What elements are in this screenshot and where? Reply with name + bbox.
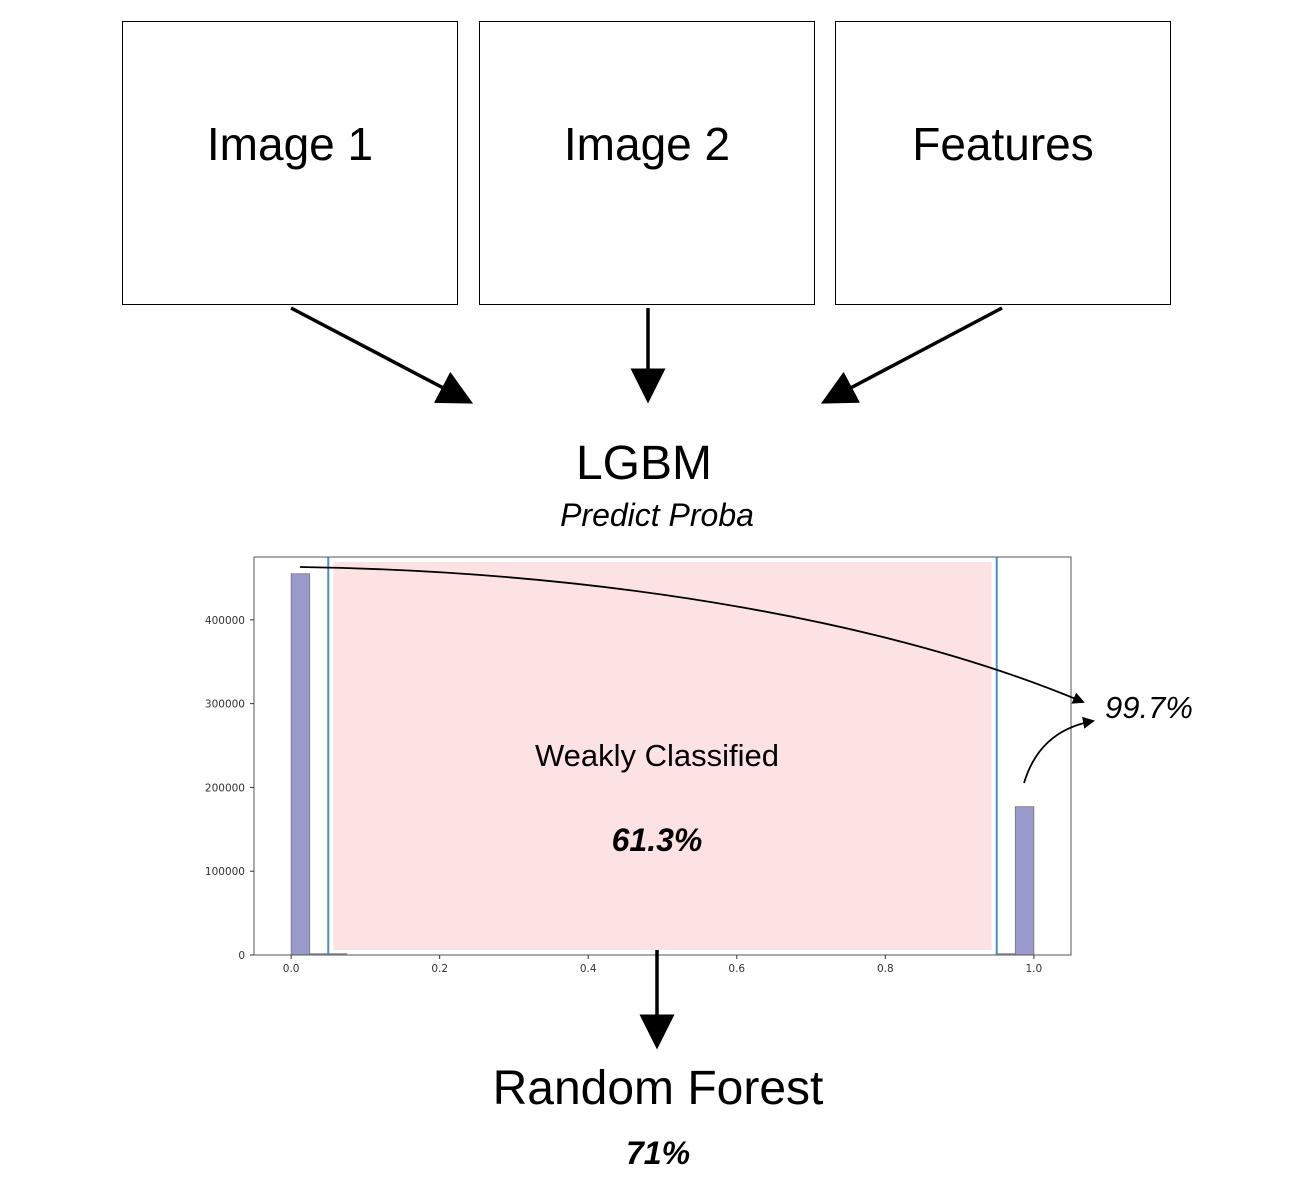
weak-region-label: Weakly Classified	[535, 738, 779, 773]
weak-region-percent: 61.3%	[612, 822, 703, 858]
arrow-features-to-lgbm	[820, 306, 1003, 404]
histogram-bar	[290, 573, 311, 956]
lgbm-subtitle: Predict Proba	[560, 497, 754, 533]
random-forest-title: Random Forest	[492, 1062, 824, 1115]
input-label: Image 2	[563, 118, 731, 170]
weakly-classified-region	[333, 562, 992, 950]
x-tick-label: 1.0	[1026, 963, 1043, 975]
x-tick-label: 0.8	[877, 963, 894, 975]
y-tick-label: 300000	[205, 699, 245, 711]
input-box-features: Features	[835, 21, 1171, 305]
x-tick-label: 0.4	[580, 963, 597, 975]
x-tick-label: 0.0	[283, 963, 300, 975]
x-tick-label: 0.2	[431, 963, 448, 975]
y-tick-label: 0	[238, 950, 245, 962]
y-tick-label: 400000	[205, 615, 245, 627]
histogram-bar	[1014, 806, 1035, 956]
confident-percent: 99.7%	[1105, 690, 1193, 725]
y-tick-label: 200000	[205, 782, 245, 794]
lgbm-title: LGBM	[575, 437, 713, 490]
input-label: Features	[912, 118, 1094, 170]
arrow-one-bin-to-confident	[1023, 716, 1095, 784]
arrow-image1-to-lgbm	[290, 306, 474, 404]
y-tick-label: 100000	[205, 866, 245, 878]
plot-frame	[253, 556, 1072, 956]
input-box-image-1: Image 1	[122, 21, 458, 305]
input-label: Image 1	[206, 118, 374, 170]
x-tick-label: 0.6	[728, 963, 745, 975]
random-forest-accuracy: 71%	[625, 1135, 691, 1171]
probability-histogram: 0.0 0.2 0.4 0.6 0.8 1.0 0 100000 200000 300000 40…	[205, 556, 1072, 975]
arrow-zero-bin-to-confident	[299, 566, 1085, 704]
input-box-image-2: Image 2	[479, 21, 815, 305]
